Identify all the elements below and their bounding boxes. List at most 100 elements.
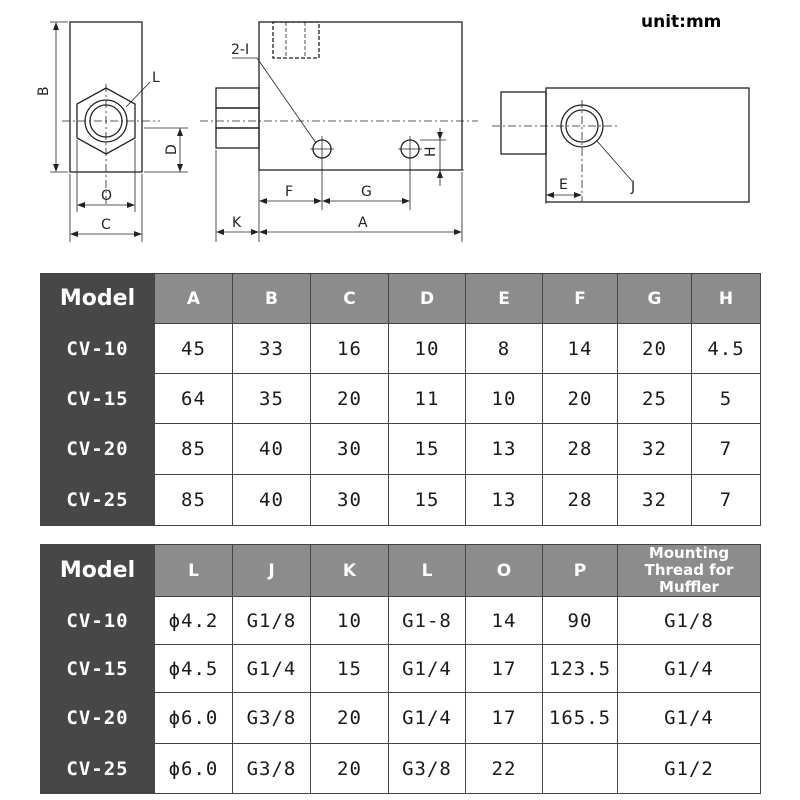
table-cell: 85 [154,474,233,526]
table-cell: ϕ4.2 [154,596,233,645]
table-header-row: Model L J K L O P Mounting Thread for Mu… [40,544,761,597]
header-cell: C [310,273,389,324]
header-cell: L [154,544,233,597]
table-cell: ϕ6.0 [154,743,233,794]
table-row: CV-10 ϕ4.2 G1/8 10 G1-8 14 90 G1/8 [40,596,761,645]
table-cell: 28 [542,474,618,526]
table-cell: 14 [542,323,618,374]
table-cell: G3/8 [388,743,466,794]
dim-label-F: F [285,184,293,200]
dim-label-E: E [559,177,568,193]
table-cell: 15 [388,423,466,475]
table-cell: 45 [154,323,233,374]
table-cell: ϕ4.5 [154,644,233,693]
table-cell: G3/8 [232,692,311,744]
table-cell: 11 [388,373,466,424]
side-view [492,87,750,204]
table-cell: 10 [388,323,466,374]
table-cell: 20 [310,373,389,424]
table-cell: G1/4 [388,644,466,693]
table-cell: 64 [154,373,233,424]
table-cell: 17 [465,644,543,693]
header-cell: P [542,544,618,597]
dim-label-B: B [36,86,52,96]
table-cell: 35 [232,373,311,424]
table-cell: 10 [465,373,543,424]
table-cell: 22 [465,743,543,794]
header-cell: A [154,273,233,324]
model-cell: CV-10 [40,596,155,645]
table-cell: 13 [465,423,543,475]
model-cell: CV-25 [40,474,155,526]
table-cell: 14 [465,596,543,645]
table-cell: 33 [232,323,311,374]
table-cell: 20 [617,323,692,374]
table-row: CV-25 ϕ6.0 G3/8 20 G3/8 22 G1/2 [40,743,761,794]
ports-table: Model L J K L O P Mounting Thread for Mu… [40,544,761,794]
dim-label-D: D [164,144,180,155]
dim-label-C: C [101,217,111,233]
model-cell: CV-15 [40,373,155,424]
table-cell: 13 [465,474,543,526]
table-header-row: Model A B C D E F G H [40,273,761,324]
header-cell: Model [40,544,155,597]
dim-label-port: 2-I [231,42,249,58]
header-cell: D [388,273,466,324]
table-row: CV-15 ϕ4.5 G1/4 15 G1/4 17 123.5 G1/4 [40,644,761,693]
table-cell: G1-8 [388,596,466,645]
table-cell: 7 [691,423,761,475]
dim-label-K: K [232,215,242,231]
dim-label-J: J [630,179,635,195]
header-cell: Model [40,273,155,324]
table-cell: 7 [691,474,761,526]
table-cell: G1/4 [388,692,466,744]
table-cell: G1/2 [617,743,761,794]
header-cell: H [691,273,761,324]
header-cell: B [232,273,311,324]
table-row: CV-10 45 33 16 10 8 14 20 4.5 [40,323,761,374]
table-cell: 25 [617,373,692,424]
model-cell: CV-20 [40,692,155,744]
header-cell: F [542,273,618,324]
table-cell: 17 [465,692,543,744]
table-row: CV-25 85 40 30 15 13 28 32 7 [40,474,761,526]
table-cell: 8 [465,323,543,374]
table-cell: 10 [310,596,389,645]
table-cell: G3/8 [232,743,311,794]
front-view [200,21,478,242]
table-cell: 30 [310,474,389,526]
header-cell: Mounting Thread for Muffler [617,544,761,597]
dim-label-L: L [152,70,160,86]
table-cell: 4.5 [691,323,761,374]
model-cell: CV-15 [40,644,155,693]
table-cell: G1/8 [617,596,761,645]
header-cell: E [465,273,543,324]
table-cell [542,743,618,794]
table-cell: 123.5 [542,644,618,693]
dim-label-O: O [101,188,112,204]
table-cell: G1/4 [617,692,761,744]
table-cell: 28 [542,423,618,475]
header-cell: G [617,273,692,324]
table-cell: 20 [310,692,389,744]
table-cell: 20 [310,743,389,794]
table-cell: 20 [542,373,618,424]
table-cell: G1/8 [232,596,311,645]
table-cell: 32 [617,423,692,475]
header-cell: O [465,544,543,597]
header-cell: J [232,544,311,597]
left-view [50,21,188,242]
table-cell: 32 [617,474,692,526]
technical-drawing: B L D O C 2-I H F G K A E J [36,21,750,242]
table-cell: 90 [542,596,618,645]
table-cell: 30 [310,423,389,475]
unit-label: unit:mm [641,12,722,32]
dim-label-H: H [423,146,439,157]
table-cell: 5 [691,373,761,424]
table-cell: 40 [232,423,311,475]
dim-label-G: G [361,184,372,200]
table-row: CV-20 85 40 30 15 13 28 32 7 [40,423,761,475]
table-cell: G1/4 [232,644,311,693]
model-cell: CV-20 [40,423,155,475]
table-cell: 15 [310,644,389,693]
